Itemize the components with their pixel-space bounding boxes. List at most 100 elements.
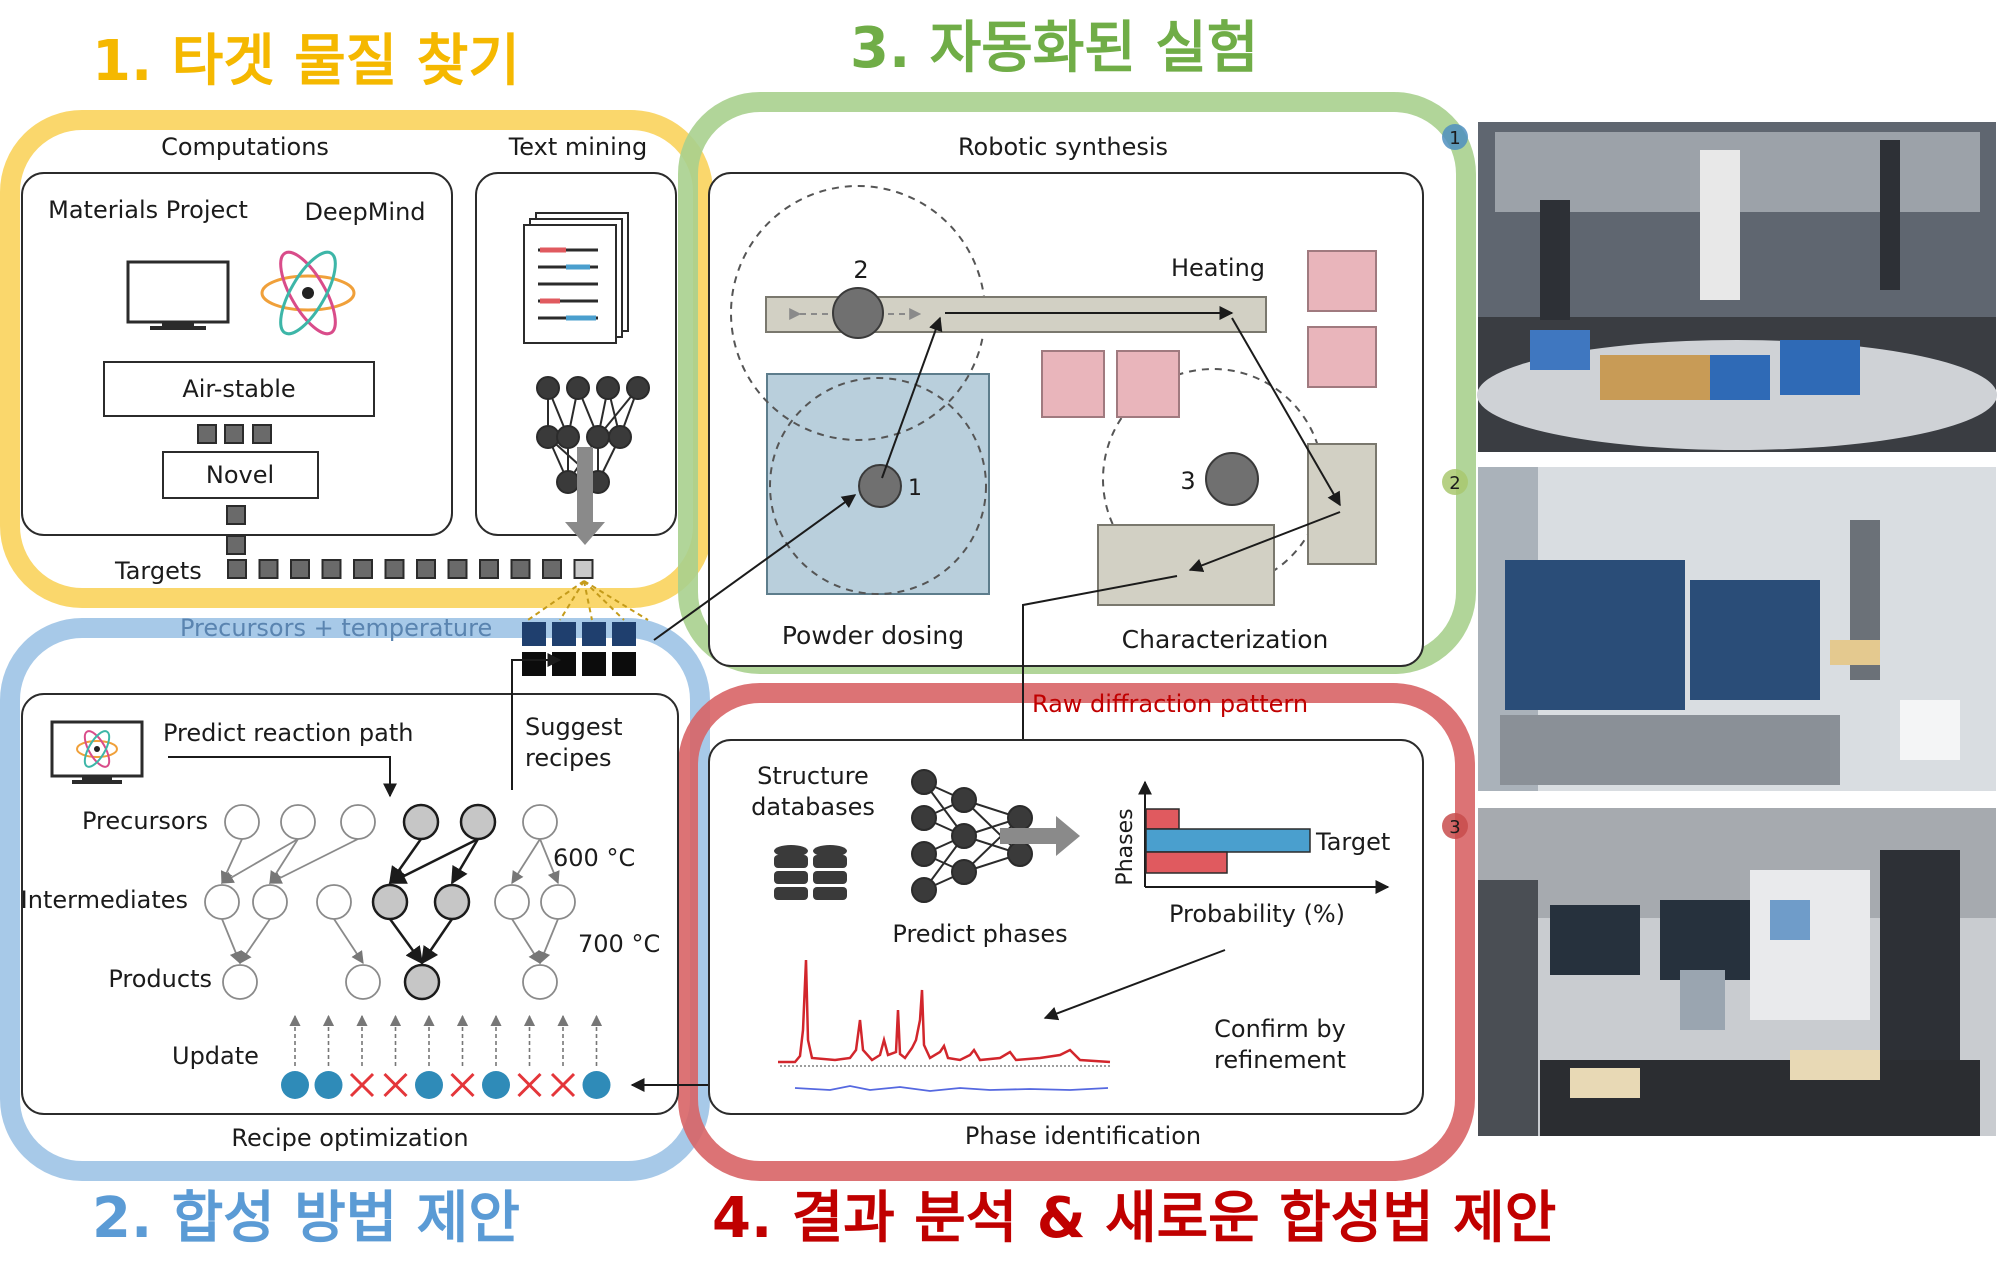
text-mining-label: Text mining [508, 133, 648, 161]
temperature-700-label: 700 °C [578, 930, 660, 958]
reaction-edge [268, 838, 359, 884]
reaction-edge [538, 918, 559, 965]
reaction-edge [239, 918, 271, 965]
failure-cross [383, 1072, 408, 1098]
precursor-cell [582, 622, 606, 646]
precursor-cell [582, 652, 606, 676]
phase-probability-chart: Target Phases Probability (%) [1113, 780, 1390, 928]
intermediate-node [540, 884, 576, 920]
target-square [290, 559, 310, 579]
step2-outline [0, 618, 710, 1181]
raw-diffraction-label: Raw diffraction pattern [1032, 690, 1308, 718]
atom-icon [260, 250, 356, 336]
novel-label: Novel [206, 461, 274, 489]
predict-path-arrow [168, 756, 397, 798]
precursor-node [522, 804, 558, 840]
precursor-cell [612, 622, 636, 646]
temperature-600-label: 600 °C [553, 844, 635, 872]
robotic-flow-arrows [653, 306, 1341, 784]
success-dot [415, 1071, 443, 1099]
reaction-edge [420, 918, 454, 965]
target-square [227, 559, 247, 579]
precursor-cell [522, 622, 546, 646]
computations-label: Computations [161, 133, 329, 161]
product-node [403, 963, 441, 1001]
precursor-node [402, 803, 440, 841]
target-square [258, 559, 279, 579]
confirm-by-label: Confirm by [1214, 1015, 1346, 1043]
intermediate-node [494, 884, 530, 920]
target-square [416, 559, 436, 579]
filter-squares-top [197, 424, 272, 444]
intermediate-node [433, 883, 471, 921]
refinement-label: refinement [1214, 1046, 1346, 1074]
station2-robot [832, 287, 884, 339]
phase-right-arrow [1000, 816, 1080, 856]
deepmind-label: DeepMind [304, 198, 425, 226]
databases-label: databases [751, 793, 875, 821]
intermediate-node [204, 884, 240, 920]
bar-phase-a [1145, 808, 1180, 830]
failure-cross [550, 1072, 576, 1098]
air-stable-label: Air-stable [182, 375, 295, 403]
predict-reaction-path-label: Predict reaction path [163, 719, 413, 747]
reaction-edge [333, 918, 364, 965]
heating-label: Heating [1171, 254, 1265, 282]
station3-label: 3 [1180, 467, 1195, 495]
target-square [447, 559, 468, 579]
target-square [542, 559, 562, 579]
photo-badge-circle [1442, 124, 1468, 150]
intermediate-node [316, 884, 352, 920]
lab-photo-furnaces [1478, 467, 1996, 791]
precursors-row-label: Precursors [82, 807, 208, 835]
update-outcomes [281, 1014, 611, 1099]
diffraction-pattern [778, 959, 1111, 1092]
photo-badge-number: 1 [1449, 128, 1460, 149]
monitor-icon [126, 260, 230, 330]
reaction-tree [204, 803, 576, 1001]
intermediates-row-label: Intermediates [21, 886, 188, 914]
step2-heading: 2. 합성 방법 제안 [92, 1186, 520, 1251]
failure-cross [517, 1072, 542, 1098]
documents-icon [523, 212, 629, 344]
neural-net-icon-textmining [536, 376, 650, 494]
characterization-station-left [1097, 524, 1275, 606]
recipe-optimization-label: Recipe optimization [231, 1124, 468, 1152]
air-stable-box [103, 361, 375, 417]
reaction-edge [221, 918, 242, 965]
precursor-node [340, 804, 376, 840]
step1-heading: 1. 타겟 물질 찾기 [92, 29, 520, 94]
target-square [321, 559, 342, 579]
failure-cross [349, 1072, 375, 1098]
novel-box [162, 451, 319, 499]
target-fan-lines [527, 580, 649, 621]
target-squares [227, 559, 594, 579]
intermediate-node [371, 883, 409, 921]
reaction-edge [220, 838, 299, 884]
database-icon [774, 845, 847, 900]
photo-badge-circle [1442, 813, 1468, 839]
product-node [522, 964, 558, 1000]
reaction-edge [511, 838, 541, 885]
lab-photo-characterization [1478, 808, 1996, 1136]
lab-photo-robotic-arm [1477, 122, 1997, 452]
filter-squares-mid [226, 505, 246, 555]
neural-net-icon-phase [911, 769, 1033, 903]
reaction-edge [388, 837, 479, 885]
intermediate-node [252, 884, 288, 920]
precursor-cell [552, 652, 576, 676]
products-row-label: Products [108, 965, 212, 993]
recipe-monitor-icon [50, 720, 144, 784]
phases-axis-label: Phases [1113, 808, 1138, 885]
chart-to-refinement-arrow [1043, 949, 1226, 1021]
target-square [353, 559, 373, 579]
precursor-node [280, 804, 316, 840]
photo-badge-circle [1442, 469, 1468, 495]
targets-label: Targets [114, 557, 202, 585]
reaction-edge [539, 838, 560, 885]
photo-badge-number: 3 [1449, 817, 1460, 838]
precursor-node [224, 804, 260, 840]
precursor-cell [522, 652, 546, 676]
bar-phase-b [1145, 851, 1228, 874]
